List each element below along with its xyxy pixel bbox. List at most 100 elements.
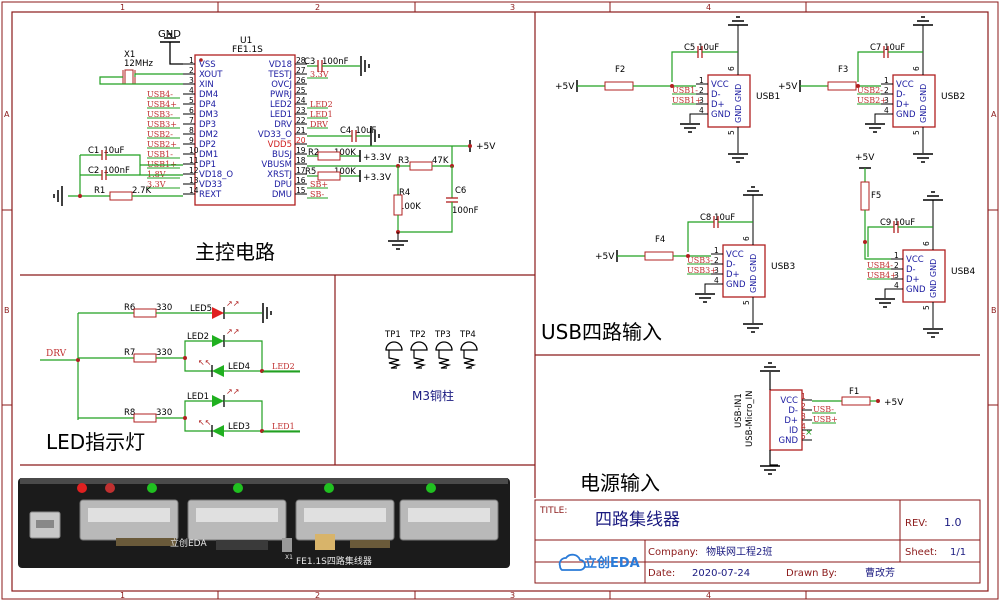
led-icon xyxy=(212,395,224,407)
net-label: USB1- xyxy=(672,86,698,95)
led-section-title: LED指示灯 xyxy=(46,430,145,454)
net-label: USB+ xyxy=(813,415,838,424)
led-wire xyxy=(156,340,212,359)
usb-pin-label: D- xyxy=(896,90,906,100)
net-label: USB3- xyxy=(147,110,173,119)
chip-pin-name: DM4 xyxy=(199,90,218,100)
section-dividers xyxy=(20,12,980,498)
usb-pin-label: D- xyxy=(726,260,736,270)
drawn-by-value: 曹改芳 xyxy=(865,566,895,579)
chip-pin-number: 16 xyxy=(296,176,306,185)
led-ref: LED2 xyxy=(187,332,209,342)
power-pin-name: D+ xyxy=(784,416,798,426)
net-label: USB2+ xyxy=(857,96,887,105)
c3-value: 100nF xyxy=(322,57,349,67)
chip-pin-name: TESTJ xyxy=(267,70,292,80)
usb-shield-label: GND GND xyxy=(929,259,938,298)
usb-gnd-wire xyxy=(689,113,696,123)
chip-pin-number: 8 xyxy=(189,126,194,135)
net-label: USB2- xyxy=(147,130,173,139)
lceda-logo: 立创EDA xyxy=(558,553,640,571)
junction-dot xyxy=(183,356,187,360)
chip-pin-name: XIN xyxy=(199,80,214,90)
c6-ref: C6 xyxy=(455,186,466,196)
chip-pin-number: 25 xyxy=(296,86,306,95)
usb-supply-label: +5V xyxy=(595,252,615,262)
company-value: 物联网工程2班 xyxy=(706,545,772,558)
resistor-r5[interactable] xyxy=(317,171,341,181)
chip-pin-name: OVCJ xyxy=(271,80,292,90)
chip-pin-number: 22 xyxy=(296,116,306,125)
usb-pin-label: VCC xyxy=(726,250,744,260)
row-marker: A xyxy=(991,110,997,119)
led-resistor-body xyxy=(133,308,157,318)
column-marker: 4 xyxy=(706,591,711,600)
company-label: Company: xyxy=(648,547,698,558)
usb-pin-number: 1 xyxy=(699,76,704,85)
r4-ref: R4 xyxy=(399,188,410,198)
junction-dot xyxy=(183,416,187,420)
usb-pin-number: 3 xyxy=(699,96,704,105)
led-ref: LED3 xyxy=(228,422,250,432)
usb-cap-wire xyxy=(671,51,698,82)
usb-pin-number: 4 xyxy=(714,276,719,285)
rev-value: 1.0 xyxy=(944,516,962,529)
usb-shield-number: 5 xyxy=(727,130,736,135)
title-value: 四路集线器 xyxy=(595,510,680,530)
chip-pin-name: DM3 xyxy=(199,110,218,120)
c6-value: 100nF xyxy=(452,206,479,216)
led-light-arrows: ↖↖ xyxy=(198,358,211,367)
led-wire xyxy=(224,340,300,372)
chip-u1[interactable] xyxy=(194,54,296,206)
chip-pin-number: 6 xyxy=(189,106,194,115)
usb-pin-label: GND xyxy=(711,110,731,120)
net-label: LED2 xyxy=(272,362,295,371)
usb-fuse-ref: F2 xyxy=(615,65,625,75)
chip-pin-name: VD18_O xyxy=(199,170,233,180)
chip-pin-number: 18 xyxy=(296,156,306,165)
led-resistor-ref: R7 xyxy=(124,348,135,358)
led-icon xyxy=(212,335,224,347)
chip-pin-name: BUSJ xyxy=(272,150,292,160)
resistor-r1[interactable] xyxy=(109,191,133,201)
chip-pin-name: VD33_O xyxy=(258,130,292,140)
v5-label: +5V xyxy=(476,142,496,152)
resistor-r3[interactable] xyxy=(409,161,433,171)
resistor-r4[interactable] xyxy=(393,194,403,216)
led-icon xyxy=(212,307,224,319)
power-pin-number: 1 xyxy=(801,392,806,401)
mount-point-label: TP2 xyxy=(409,330,426,340)
title-label: TITLE: xyxy=(539,506,567,516)
usb-gnd-wire xyxy=(874,113,881,123)
net-label: LED1 xyxy=(272,422,295,431)
sheet-value: 1/1 xyxy=(950,547,966,558)
row-marker: B xyxy=(4,306,10,315)
chip-pin-number: 14 xyxy=(189,186,199,195)
r2-value: 100K xyxy=(334,148,356,158)
r4-value: 100K xyxy=(399,202,421,212)
usb-in1-connector[interactable] xyxy=(769,389,803,451)
junction-dot xyxy=(863,240,867,244)
resistor-r2[interactable] xyxy=(317,151,341,161)
led-resistor-ref: R8 xyxy=(124,408,135,418)
chip-pin-number: 20 xyxy=(296,136,306,145)
power-pin-name: VCC xyxy=(780,396,798,406)
led-red-dot xyxy=(77,483,87,493)
chip-pin-name: DP1 xyxy=(199,160,216,170)
crystal-value: 12MHz xyxy=(124,59,154,69)
usb-fuse-ref: F5 xyxy=(871,191,881,201)
usb-pin-number: 2 xyxy=(894,261,899,270)
chip-pin-name: DP4 xyxy=(199,100,216,110)
r3-ref: R3 xyxy=(398,156,409,166)
fuse-f1-body[interactable] xyxy=(841,396,871,406)
chip-pin-number: 19 xyxy=(296,146,306,155)
net-label: USB2+ xyxy=(147,140,177,149)
chip-pin-name: DP2 xyxy=(199,140,216,150)
r1-ref: R1 xyxy=(94,186,105,196)
net-label: USB2- xyxy=(857,86,883,95)
date-label: Date: xyxy=(648,568,675,579)
